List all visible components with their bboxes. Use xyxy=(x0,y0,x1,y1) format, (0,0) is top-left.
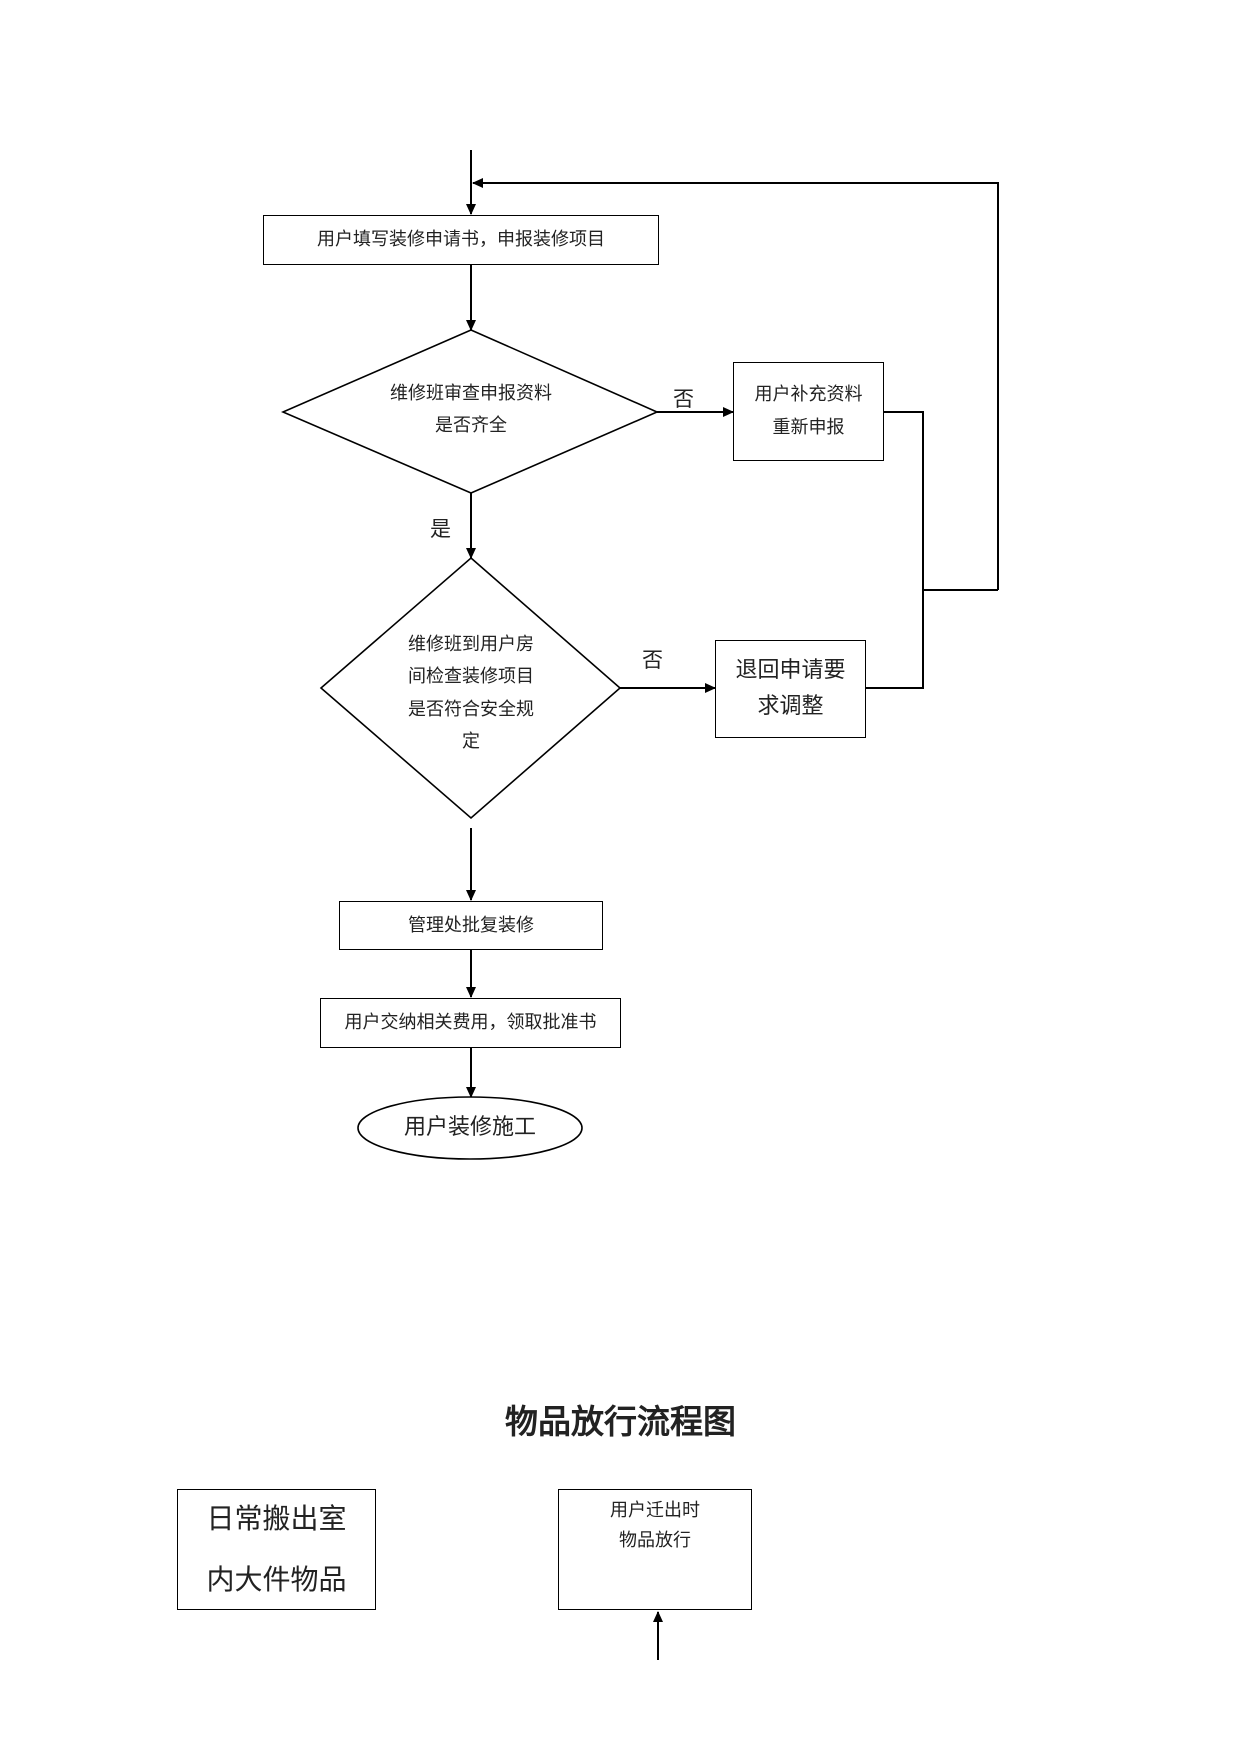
edge-label-yes-1: 是 xyxy=(430,517,451,541)
pay-fees-text: 用户交纳相关费用，领取批准书 xyxy=(344,1012,597,1034)
return-adjust-box: 退回申请要 求调整 xyxy=(715,640,866,738)
supplement-docs-box: 用户补充资料 重新申报 xyxy=(733,362,884,461)
supplement-docs-text: 用户补充资料 重新申报 xyxy=(754,384,863,438)
supplement-to-loop xyxy=(884,411,998,591)
daily-move-out-text: 日常搬出室 内大件物品 xyxy=(206,1502,347,1596)
management-approve-box: 管理处批复装修 xyxy=(339,901,603,950)
site-inspection-text: 维修班到用户房 间检查装修项目 是否符合安全规 定 xyxy=(408,634,534,753)
move-out-release-box: 用户迁出时 物品放行 xyxy=(558,1489,752,1610)
fill-application-box: 用户填写装修申请书，申报装修项目 xyxy=(263,215,659,265)
check-docs-diamond xyxy=(280,329,659,494)
management-approve-text: 管理处批复装修 xyxy=(408,914,534,936)
construction-terminal xyxy=(357,1096,583,1160)
site-inspection-diamond xyxy=(319,556,622,820)
construction-text: 用户装修施工 xyxy=(403,1114,536,1140)
pay-fees-box: 用户交纳相关费用，领取批准书 xyxy=(320,998,621,1048)
loop-back-arrow xyxy=(472,178,999,590)
edge-label-no-1: 否 xyxy=(673,387,694,411)
release-flow-title: 物品放行流程图 xyxy=(505,1402,736,1441)
move-out-release-text: 用户迁出时 物品放行 xyxy=(610,1500,700,1551)
construction-text-wrap: 用户装修施工 xyxy=(358,1097,582,1159)
check-docs-text: 维修班审查申报资料 是否齐全 xyxy=(390,383,552,436)
return-to-loop xyxy=(866,590,924,689)
return-adjust-text: 退回申请要 求调整 xyxy=(735,657,846,719)
edge-label-no-2: 否 xyxy=(642,648,663,672)
daily-move-out-box: 日常搬出室 内大件物品 xyxy=(177,1489,376,1610)
fill-application-text: 用户填写装修申请书，申报装修项目 xyxy=(317,229,605,251)
